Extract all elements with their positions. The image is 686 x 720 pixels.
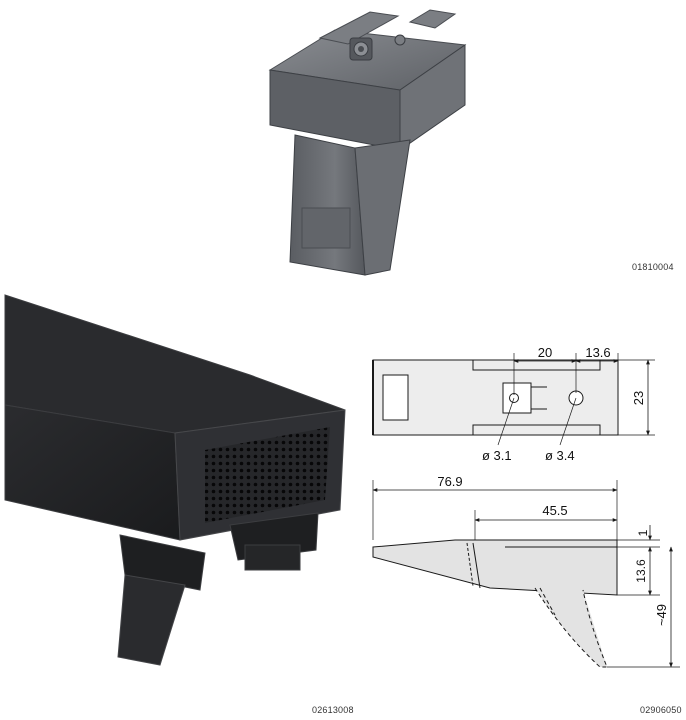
dim-side-13-6: 13.6	[634, 559, 648, 583]
bottom-photo-caption: 02613008	[312, 705, 354, 715]
drawing-caption: 02906050	[640, 705, 682, 715]
case-with-feet-photo	[4, 294, 346, 666]
top-photo-caption: 01810004	[632, 262, 674, 272]
dim-side-49: ~49	[654, 604, 669, 626]
dim-top-20: 20	[538, 345, 552, 360]
dim-side-76-9: 76.9	[437, 474, 462, 489]
side-view: 76.9 45.5 1 13.6 ~49	[372, 474, 680, 668]
top-view: 20 13.6 23 ø 3.1 ø 3.4	[372, 345, 655, 463]
dim-hole-3-1: ø 3.1	[482, 448, 512, 463]
dim-side-45-5: 45.5	[542, 503, 567, 518]
dim-top-23: 23	[631, 391, 646, 405]
support-foot-photo	[268, 9, 467, 276]
dim-side-1: 1	[636, 529, 650, 536]
dim-hole-3-4: ø 3.4	[545, 448, 575, 463]
technical-drawing: 20 13.6 23 ø 3.1 ø 3.4 76.9 45.5	[372, 345, 680, 668]
dim-top-13-6: 13.6	[585, 345, 610, 360]
